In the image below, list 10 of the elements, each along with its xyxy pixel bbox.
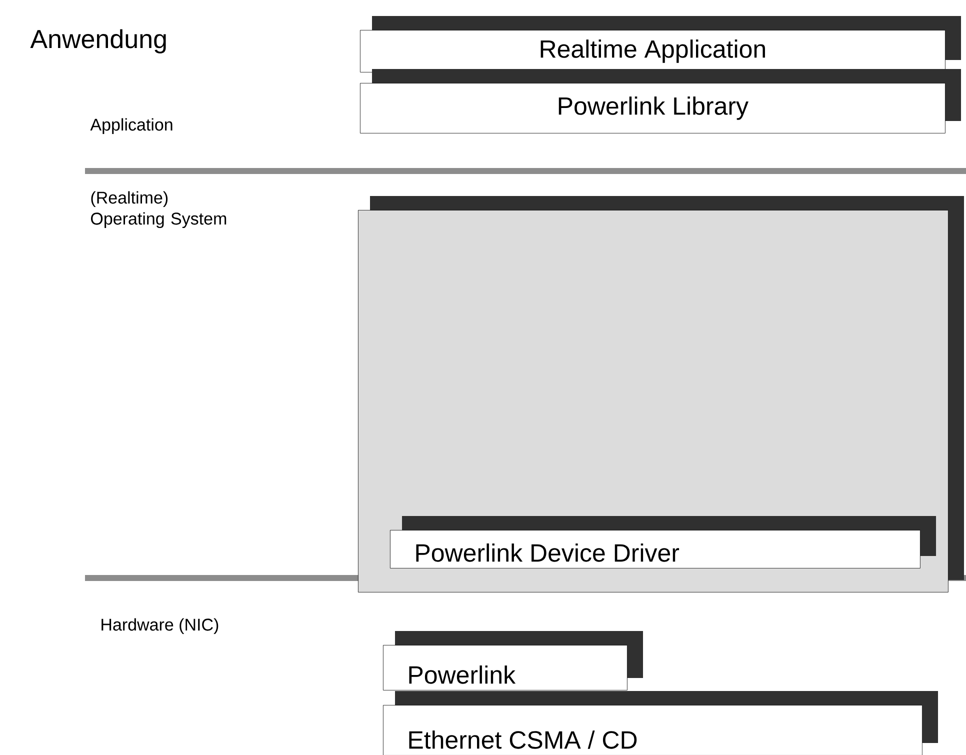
layer-label: (Realtime) Operating System xyxy=(91,191,226,228)
layer-box: Powerlink Device Driver xyxy=(390,516,936,568)
layer-label: Application xyxy=(90,118,172,134)
layer-box: Realtime Application xyxy=(360,16,961,72)
layer-box: Powerlink Library xyxy=(360,69,961,134)
node-label: Realtime Application xyxy=(540,40,765,63)
layer-label: Anwendung xyxy=(30,29,166,54)
layer-label: Hardware (NIC) xyxy=(102,618,218,634)
layer-box: Powerlink xyxy=(383,631,643,690)
layer-box: Ethernet CSMA / CD xyxy=(383,691,938,755)
